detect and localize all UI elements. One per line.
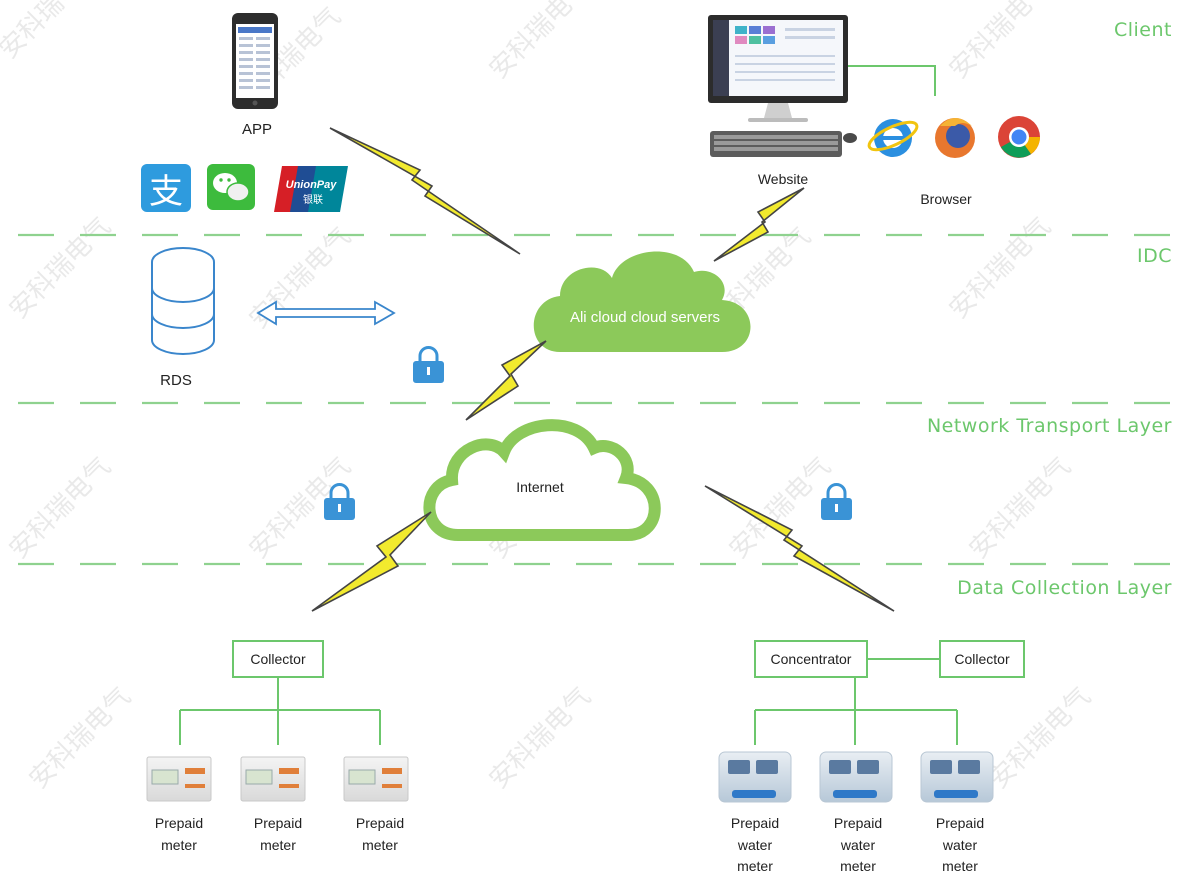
water-meter-label-line2: water bbox=[942, 837, 978, 853]
watermark-text: 安科瑞电气 bbox=[4, 212, 117, 325]
left-meter-labels: Prepaid meter Prepaid meter Prepaid mete… bbox=[155, 815, 404, 853]
watermark-text: 安科瑞电气 bbox=[944, 0, 1057, 85]
double-arrow-icon bbox=[256, 300, 396, 326]
meter-label-line1: Prepaid bbox=[254, 815, 302, 831]
water-meter-icon bbox=[920, 751, 994, 803]
right-collector-label: Collector bbox=[954, 651, 1010, 667]
layer-label-client: Client bbox=[1114, 19, 1172, 41]
internet-label: Internet bbox=[516, 479, 564, 495]
phone-icon bbox=[232, 13, 278, 109]
chrome-icon bbox=[998, 116, 1040, 158]
meter-label-line2: meter bbox=[362, 837, 398, 853]
watermark-text: 安科瑞电气 bbox=[484, 682, 597, 795]
meter-label-line2: meter bbox=[260, 837, 296, 853]
meter-label-line2: meter bbox=[161, 837, 197, 853]
ali-cloud: Ali cloud cloud servers bbox=[533, 251, 751, 352]
svg-text:支: 支 bbox=[149, 172, 183, 212]
unionpay-icon: UnionPay 银联 bbox=[274, 166, 348, 212]
left-tree-lines bbox=[179, 677, 381, 745]
electric-meter-icon bbox=[146, 756, 212, 802]
wechat-icon bbox=[207, 164, 255, 210]
database-icon bbox=[151, 247, 215, 355]
water-meter-label-line1: Prepaid bbox=[731, 815, 779, 831]
alipay-icon: 支 bbox=[141, 164, 191, 212]
watermark-text: 安科瑞电气 bbox=[484, 0, 597, 85]
ie-icon bbox=[867, 119, 919, 157]
watermark-text: 安科瑞电气 bbox=[244, 222, 357, 335]
lock-icon bbox=[324, 483, 355, 520]
unionpay-text: UnionPay bbox=[286, 179, 338, 191]
water-meter-label-line3: meter bbox=[737, 858, 773, 874]
right-meter-labels: Prepaid water meter Prepaid water meter … bbox=[731, 815, 984, 874]
unionpay-sub: 银联 bbox=[303, 193, 323, 206]
left-collector-box bbox=[232, 640, 324, 678]
water-meter-label-line3: meter bbox=[942, 858, 978, 874]
water-meter-label-line1: Prepaid bbox=[936, 815, 984, 831]
lightning-links bbox=[311, 127, 895, 612]
water-meter-label-line2: water bbox=[737, 837, 773, 853]
internet-cloud: Internet bbox=[423, 419, 661, 541]
water-meter-icon bbox=[819, 751, 893, 803]
lightning-internet-concentrator bbox=[704, 485, 895, 612]
watermark-text: 安科瑞电气 bbox=[4, 452, 117, 565]
computer-icon bbox=[708, 15, 857, 157]
layer-label-idc: IDC bbox=[1137, 245, 1172, 267]
meter-label-line1: Prepaid bbox=[155, 815, 203, 831]
electric-meter-icon bbox=[240, 756, 306, 802]
concentrator-label: Concentrator bbox=[771, 651, 852, 667]
water-meter-label-line3: meter bbox=[840, 858, 876, 874]
watermark-text: 安科瑞电气 bbox=[984, 682, 1097, 795]
watermark-text: 安科瑞电气 bbox=[0, 0, 107, 65]
layer-separators bbox=[18, 233, 1182, 566]
layer-label-network: Network Transport Layer bbox=[927, 415, 1172, 437]
firefox-icon bbox=[935, 118, 975, 158]
water-meter-label-line2: water bbox=[840, 837, 876, 853]
app-label: APP bbox=[242, 121, 272, 138]
watermark: 安科瑞电气 安科瑞电气 安科瑞电气 安科瑞电气 安科瑞电气 安科瑞电气 安科瑞电… bbox=[0, 0, 1097, 795]
layer-label-collection: Data Collection Layer bbox=[957, 577, 1172, 599]
water-meter-icon bbox=[718, 751, 792, 803]
electric-meter-icon bbox=[343, 756, 409, 802]
watermark-text: 安科瑞电气 bbox=[24, 682, 137, 795]
lightning-internet-collector bbox=[311, 511, 432, 612]
monitor-browser-connector bbox=[848, 65, 936, 96]
meter-label-line1: Prepaid bbox=[356, 815, 404, 831]
browser-label: Browser bbox=[920, 191, 972, 207]
lightning-cloud-internet bbox=[465, 340, 547, 421]
left-collector-label: Collector bbox=[250, 651, 306, 667]
ali-cloud-label: Ali cloud cloud servers bbox=[570, 309, 720, 326]
lock-icon bbox=[821, 483, 852, 520]
lightning-app-cloud bbox=[329, 127, 521, 255]
concentrator-box bbox=[754, 640, 868, 678]
right-collector-box bbox=[939, 640, 1025, 678]
right-tree-lines bbox=[754, 658, 958, 745]
website-label: Website bbox=[758, 171, 809, 187]
lock-icon bbox=[413, 346, 444, 383]
watermark-text: 安科瑞电气 bbox=[964, 452, 1077, 565]
rds-label: RDS bbox=[160, 372, 192, 389]
lightning-website-cloud bbox=[713, 187, 805, 262]
water-meter-label-line1: Prepaid bbox=[834, 815, 882, 831]
watermark-text: 安科瑞电气 bbox=[944, 212, 1057, 325]
